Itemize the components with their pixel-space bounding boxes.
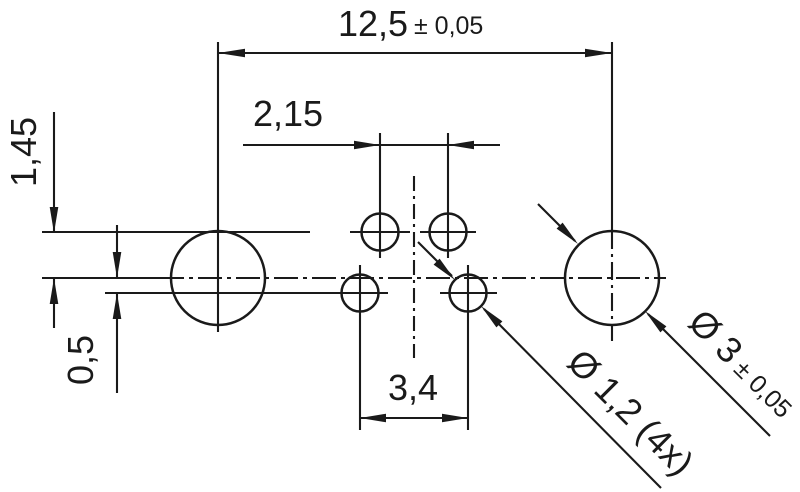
dimension-tolerance: ± 0,05	[414, 12, 483, 40]
centerlines	[42, 176, 666, 358]
dimension-value: 12,5	[338, 3, 408, 44]
dimension-value: 1,45	[3, 117, 44, 187]
arrowhead-left	[218, 48, 245, 58]
arrowhead-up	[112, 293, 122, 319]
arrowhead-down	[49, 207, 59, 233]
dimension-value: 0,5	[60, 335, 101, 385]
dimension-lower-row-offset: 0,5	[60, 225, 388, 393]
arrowhead-left	[354, 140, 380, 150]
arrowhead-right	[442, 413, 468, 423]
arrowhead-upper	[433, 258, 455, 280]
leader-line-lower	[647, 313, 771, 437]
arrowhead-up	[49, 278, 59, 304]
dimension-value: 3,4	[388, 367, 438, 408]
dimension-upper-row-offset: 1,45	[3, 112, 310, 328]
arrowhead-upper	[556, 222, 578, 244]
arrowhead-down	[112, 252, 122, 278]
dimension-lower-pitch: 3,4	[358, 265, 470, 430]
arrowhead-right	[585, 48, 612, 58]
diameter-tolerance: ± 0,05	[728, 355, 797, 424]
dimension-upper-pitch: 2,15	[243, 93, 500, 258]
arrowhead-right	[448, 140, 474, 150]
leader-line-lower	[483, 308, 662, 489]
callout-large-hole-diameter: Ø 3± 0,05	[537, 203, 797, 437]
diameter-label: Ø 1,2 (4x)	[560, 341, 702, 483]
arrowhead-lower	[645, 311, 667, 333]
arrowhead-left	[360, 413, 386, 423]
arrowhead-lower	[481, 306, 503, 328]
dimension-overall-width: 12,5 ± 0,05	[216, 3, 614, 332]
dimension-value: 2,15	[253, 93, 323, 134]
diameter-value: Ø 3	[681, 301, 751, 371]
